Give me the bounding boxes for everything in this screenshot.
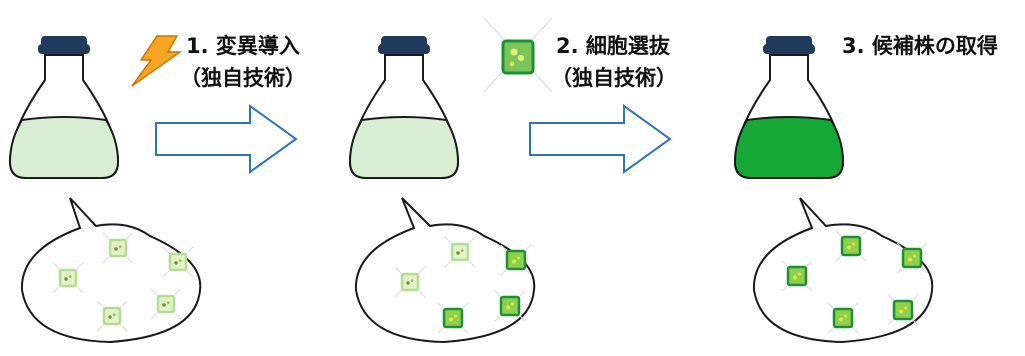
flask-2-liquid (348, 116, 460, 179)
selected-cell-icon (483, 17, 553, 93)
arrow-1 (155, 104, 298, 174)
flask-1-liquid (8, 116, 120, 179)
arrow-2 (529, 104, 672, 174)
step-2-title: 2. 細胞選抜 (556, 34, 670, 58)
step-2-subtitle: （独自技術） (551, 66, 677, 90)
step-1-title: 1. 変異導入 (186, 34, 300, 58)
lightning-icon (131, 35, 183, 87)
bubble-2 (354, 197, 536, 344)
flask-1 (8, 36, 120, 179)
flask-3-liquid (733, 116, 845, 179)
step-1-subtitle: （独自技術） (180, 66, 306, 90)
bubble-3 (752, 197, 934, 344)
flask-2 (348, 36, 460, 179)
bubble-1 (20, 197, 202, 344)
step-3-title: 3. 候補株の取得 (842, 34, 998, 58)
flask-3 (733, 36, 845, 179)
